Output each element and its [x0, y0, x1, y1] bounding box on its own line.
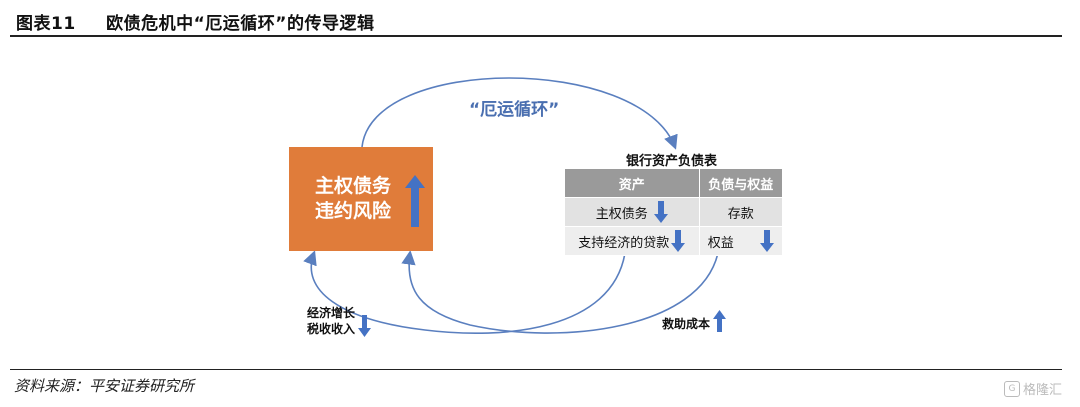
down-arrow-icon [671, 230, 686, 252]
economy-loop-arc [303, 250, 626, 334]
sovereign-risk-line2: 违约风险 [315, 200, 392, 222]
rescue-cost-text: 救助成本 [662, 317, 711, 331]
down-arrow-icon [653, 201, 668, 223]
up-arrow-icon [713, 310, 727, 332]
header-liabilities: 负债与权益 [698, 168, 784, 198]
sovereign-risk-text: 主权债务 违约风险 [315, 174, 391, 224]
economy-line1: 经济增长 [307, 306, 356, 320]
watermark: G 格隆汇 [1004, 379, 1062, 398]
down-arrow-icon [759, 230, 774, 252]
bottom-divider [10, 369, 1062, 370]
header-assets: 资产 [564, 168, 700, 198]
top-divider [10, 35, 1062, 37]
watermark-text: 格隆汇 [1023, 383, 1063, 398]
up-arrow-icon [405, 175, 425, 227]
figure-title: 欧债危机中“厄运循环”的传导逻辑 [106, 14, 375, 34]
asset-sovereign-debt: 主权债务 [595, 206, 648, 222]
table-row: 主权债务 存款 [564, 197, 784, 227]
sovereign-risk-line1: 主权债务 [315, 175, 392, 197]
economy-line2: 税收收入 [307, 322, 356, 336]
figure-title-bar: 图表11 欧债危机中“厄运循环”的传导逻辑 [14, 9, 374, 34]
down-arrow-icon [358, 315, 372, 337]
doom-loop-label: “厄运循环” [469, 100, 560, 120]
source-note: 资料来源：平安证券研究所 [14, 377, 195, 395]
rescue-loop-arc [401, 250, 719, 334]
table-header-row: 资产 负债与权益 [564, 168, 784, 198]
watermark-logo-icon: G [1004, 380, 1020, 397]
table-row: 支持经济的贷款 权益 [564, 226, 784, 256]
liability-deposits: 存款 [727, 206, 754, 222]
figure-number: 图表11 [16, 14, 76, 34]
doom-loop-arc [361, 77, 678, 150]
sovereign-risk-box: 主权债务 违约风险 [289, 147, 433, 251]
asset-loans: 支持经济的贷款 [578, 235, 670, 251]
balance-sheet-table: 资产 负债与权益 主权债务 存款 支持经济的贷款 权益 [564, 168, 784, 256]
liability-equity: 权益 [707, 235, 734, 251]
rescue-cost-label: 救助成本 [662, 310, 727, 332]
balance-sheet-title: 银行资产负债表 [626, 154, 718, 169]
economy-label: 经济增长 税收收入 [307, 305, 372, 337]
